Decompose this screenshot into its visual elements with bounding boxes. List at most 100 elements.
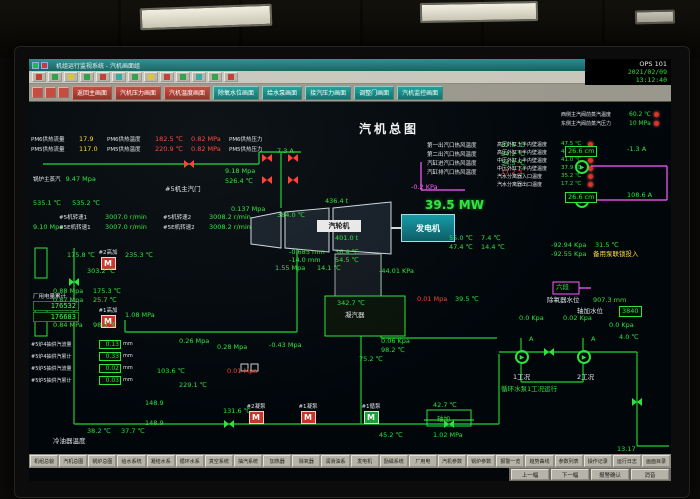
alarm-mini-button[interactable] [45, 87, 56, 98]
page-select-button[interactable]: 厂用电 [408, 455, 437, 467]
red-button-group: 返回主画面汽机压力画面汽机温度画面 [72, 85, 211, 100]
page-select-button[interactable]: 润滑油系 [321, 455, 350, 467]
pump-icon[interactable]: ▶ [515, 350, 529, 364]
menu-button-icon [116, 74, 122, 80]
nav-button-red[interactable]: 返回主画面 [72, 85, 113, 100]
speed-row: #5E机转速1 3007.0 r/min #5E机转速2 3008.2 r/mi… [59, 223, 251, 231]
pump-icon[interactable]: ▶ [575, 160, 589, 174]
process-value: 2工况 [577, 373, 595, 381]
process-value: 907.3 mm [593, 296, 627, 304]
process-value: 14.4 ℃ [481, 243, 505, 251]
page-select-button[interactable]: 循环水系 [175, 455, 204, 467]
process-value: 0.84 MPa [53, 321, 83, 329]
paging-button[interactable]: 上一幅 [511, 469, 549, 480]
page-select-button[interactable]: 励磁系统 [379, 455, 408, 467]
process-value: 轴加水位 [577, 307, 603, 315]
menu-button[interactable] [112, 72, 126, 82]
process-value: 45.2 ℃ [379, 431, 403, 439]
paging-button[interactable]: 下一幅 [551, 469, 589, 480]
nav-button-red[interactable]: 汽机温度画面 [164, 85, 211, 100]
page-select-button[interactable]: 参数列表 [554, 455, 583, 467]
process-value: 3840 [619, 306, 642, 317]
pump-icon[interactable]: ▶ [577, 350, 591, 364]
process-value: -92.55 Kpa [551, 250, 587, 258]
menu-button-icon [228, 74, 234, 80]
process-value: 229.1 ℃ [179, 381, 207, 389]
water-valve-icons[interactable] [69, 278, 642, 428]
pump-motor-label: #1循泵 [361, 404, 381, 410]
menu-button[interactable] [192, 72, 206, 82]
page-select-button[interactable]: 运行日志 [612, 455, 641, 467]
nav-button-cyan[interactable]: 接汽压力画面 [305, 85, 352, 100]
process-value: 31.5 ℃ [595, 241, 619, 249]
motor-icon[interactable]: M [248, 411, 264, 424]
nav-button-cyan[interactable]: 汽机监控画面 [397, 85, 444, 100]
steam-valve-icons[interactable] [184, 154, 298, 184]
menu-button[interactable] [160, 72, 174, 82]
process-value: 175.3 ℃ [93, 287, 121, 295]
alarm-mini-button[interactable] [32, 87, 43, 98]
heat-supply-row: PM5供热流量 117.0 PM5供热温度 220.9 ℃ 0.82 MPa P… [31, 145, 263, 153]
menu-button[interactable] [128, 72, 142, 82]
page-select-button[interactable]: 发电机 [350, 455, 379, 467]
stop-valve-row: 东侧主汽阀前蒸汽压力 10 MPa [561, 119, 659, 128]
motor-icon[interactable]: M [100, 257, 116, 270]
page-select-button[interactable]: 给水系统 [117, 455, 146, 467]
process-value: 0.26 Mpa [179, 337, 210, 345]
page-select-button[interactable]: 真空系统 [204, 455, 233, 467]
page-select-button[interactable]: 汽机总图 [59, 455, 88, 467]
process-value: 38.2 ℃ [87, 427, 111, 435]
exhaust-temp-row: 第一出汽口热风温度 37.5 ℃ [427, 140, 525, 149]
motor-icon[interactable]: M [363, 411, 379, 424]
page-select-button[interactable]: 画面目录 [641, 455, 671, 467]
mini-button-group [32, 87, 69, 98]
nav-button-cyan[interactable]: 除氧水位画面 [213, 85, 260, 100]
process-value: -92.94 Kpa [551, 241, 587, 249]
menu-button[interactable] [224, 72, 238, 82]
page-select-button[interactable]: 凝结水系 [146, 455, 175, 467]
motor-icon[interactable]: M [100, 315, 116, 328]
menu-button[interactable] [176, 72, 190, 82]
hp-heater-vessel [34, 247, 48, 279]
motor-icon[interactable]: M [300, 411, 316, 424]
process-value: 14.1 ℃ [317, 264, 341, 272]
main-steam-block: 锅炉主蒸汽 9.47 Mpa 535.1 ℃ 535.2 ℃ 9.10 Mpa [33, 164, 100, 236]
exhaust-temp-list: 第一出汽口热风温度 37.5 ℃ 第二出汽口热风温度 34.2 ℃ 汽缸进汽口热… [427, 140, 525, 176]
page-select-button[interactable]: 汽机参数 [437, 455, 467, 467]
page-select-button[interactable]: 操作记录 [583, 455, 612, 467]
window-icon [41, 61, 48, 69]
paging-button[interactable]: 报警确认 [591, 469, 629, 480]
page-select-button[interactable]: 除氧器 [292, 455, 321, 467]
casing-temp-row: 中压外缸上半内壁温度 41.0 ℃ [497, 156, 593, 164]
page-select-button[interactable]: 报警一览 [496, 455, 525, 467]
exhaust-temp-row: 第二出汽口热风温度 34.2 ℃ [427, 149, 525, 158]
nav-button-cyan[interactable]: 给水泵画面 [262, 85, 303, 100]
ops-station-label: OPS 101 [639, 60, 667, 68]
page-select-button[interactable]: 抽汽系统 [233, 455, 263, 467]
page-select-button[interactable]: 锅炉总图 [88, 455, 117, 467]
pump-motor: #2高加 M [97, 248, 119, 270]
generator-box[interactable]: 发电机 [401, 214, 455, 242]
page-select-button[interactable]: 加热器 [263, 455, 292, 467]
nav-button-cyan[interactable]: 调整门画面 [354, 85, 395, 100]
menu-button[interactable] [80, 72, 94, 82]
page-select-button[interactable]: 机组总貌 [30, 455, 59, 467]
turbine-overview-diagram: 汽机总图 汽轮机 发电机 PM6供热流量 17.9 PM6供热温度 182.5 … [29, 102, 671, 454]
ceiling-light [419, 0, 539, 24]
process-value: 436.4 t [325, 197, 349, 205]
process-value: 401.0 t [335, 234, 359, 242]
alarm-mini-button[interactable] [58, 87, 69, 98]
page-select-button[interactable]: 锅炉参数 [467, 455, 496, 467]
menu-button[interactable] [96, 72, 110, 82]
page-select-button[interactable]: 趋势曲线 [525, 455, 554, 467]
menu-button[interactable] [144, 72, 158, 82]
monitor-bezel: 机组运行监视系统 - 汽机画面组 OPS 101 2021/02/09 13:1… [14, 46, 690, 498]
menu-button[interactable] [64, 72, 78, 82]
menu-button[interactable] [32, 72, 46, 82]
menu-button[interactable] [208, 72, 222, 82]
paging-button[interactable]: 消音 [631, 469, 669, 480]
casing-temp-row: 中压外缸下半内壁温度 37.9 ℃ [497, 164, 593, 172]
menu-button[interactable] [48, 72, 62, 82]
nav-button-red[interactable]: 汽机压力画面 [115, 85, 162, 100]
alarm-dot [653, 121, 659, 126]
